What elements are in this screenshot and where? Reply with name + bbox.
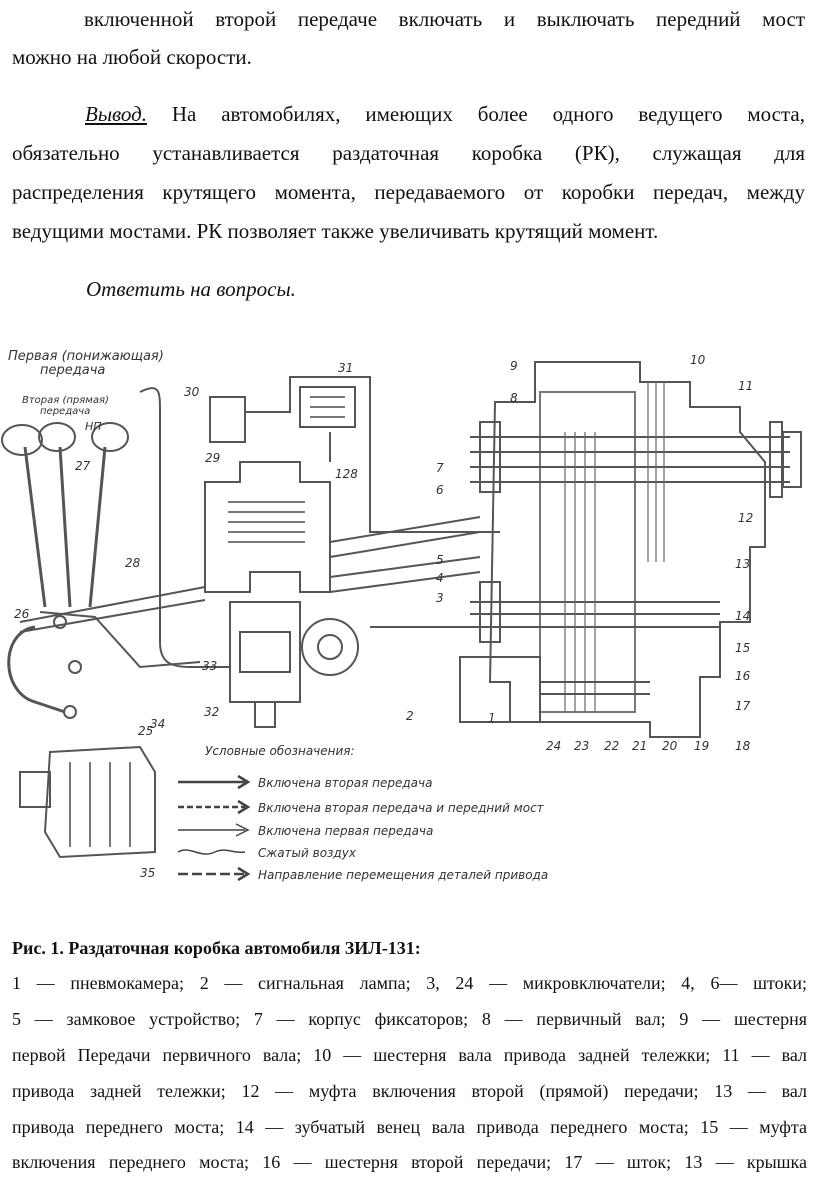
caption-line-3: первой Передачи первичного вала; 10 — ше… <box>12 1045 807 1065</box>
legend-item-3: Включена первая передача <box>258 824 433 838</box>
questions-heading: Ответить на вопросы. <box>86 277 296 301</box>
part-label-11: 11 <box>738 379 753 393</box>
part-label-128: 128 <box>335 467 358 481</box>
part-label-28: 28 <box>125 556 141 570</box>
lever-label-np: НП <box>85 420 102 433</box>
part-label-3: 3 <box>436 591 444 605</box>
caption-line-1: 1 — пневмокамера; 2 — сигнальная лампа; … <box>12 973 807 993</box>
part-label-15: 15 <box>735 641 750 655</box>
part-label-12: 12 <box>738 511 753 525</box>
part-label-18: 18 <box>735 739 751 753</box>
legend-item-1: Включена вторая передача <box>258 776 432 790</box>
part-label-14: 14 <box>735 609 750 623</box>
figure-header-1: Первая (понижающая) <box>8 349 164 364</box>
intro-line-1: включенной второй передаче включать и вы… <box>84 7 805 31</box>
part-label-6: 6 <box>436 483 444 497</box>
legend-item-4: Сжатый воздух <box>258 846 357 860</box>
part-label-30: 30 <box>184 385 200 399</box>
conclusion-line-4: ведущими мостами. РК позволяет также уве… <box>12 219 659 243</box>
part-label-24: 24 <box>546 739 561 753</box>
conclusion-line-3: распределения крутящего момента, передав… <box>12 180 805 204</box>
part-label-32: 32 <box>204 705 219 719</box>
part-label-17: 17 <box>735 699 751 713</box>
part-label-7: 7 <box>436 461 444 475</box>
part-label-1: 1 <box>488 711 496 725</box>
part-label-8: 8 <box>510 391 518 405</box>
figure-caption-title: Рис. 1. Раздаточная коробка автомобиля З… <box>12 938 421 958</box>
figure-header-2: передача <box>40 363 105 378</box>
part-label-5: 5 <box>436 553 444 567</box>
part-label-34: 34 <box>150 717 165 731</box>
part-label-29: 29 <box>205 451 220 465</box>
part-label-35: 35 <box>140 866 155 880</box>
part-label-19: 19 <box>694 739 709 753</box>
caption-line-5: привода переднего моста; 14 — зубчатый в… <box>12 1117 807 1137</box>
part-label-21: 21 <box>632 739 647 753</box>
lever-label-2: передача <box>40 406 90 417</box>
part-label-31: 31 <box>338 361 353 375</box>
part-label-33: 33 <box>202 659 217 673</box>
part-label-25: 25 <box>138 724 153 738</box>
lever-label-1: Вторая (прямая) <box>22 395 109 406</box>
legend-item-2: Включена вторая передача и передний мост <box>258 801 545 815</box>
intro-line-2: можно на любой скорости. <box>12 45 252 69</box>
part-label-22: 22 <box>604 739 619 753</box>
conclusion-line-1: Вывод. На автомобилях, имеющих более одн… <box>85 102 805 126</box>
part-label-20: 20 <box>662 739 678 753</box>
caption-line-2: 5 — замковое устройство; 7 — корпус фикс… <box>12 1009 807 1029</box>
transfer-case-diagram: Первая (понижающая) передача Вторая (пря… <box>1 349 802 882</box>
part-label-9: 9 <box>510 359 518 373</box>
legend-title: Условные обозначения: <box>205 744 355 758</box>
part-label-26: 26 <box>14 607 30 621</box>
conclusion-label: Вывод. <box>85 102 147 126</box>
caption-line-4: привода задней тележки; 12 — муфта включ… <box>12 1081 807 1101</box>
part-label-4: 4 <box>436 571 444 585</box>
caption-line-6: включения переднего моста; 16 — шестерня… <box>12 1152 807 1172</box>
part-label-23: 23 <box>574 739 589 753</box>
conclusion-line-2: обязательно устанавливается раздаточная … <box>12 141 805 165</box>
part-label-27: 27 <box>75 459 91 473</box>
part-label-2: 2 <box>406 709 414 723</box>
part-label-13: 13 <box>735 557 750 571</box>
legend-item-5: Направление перемещения деталей привода <box>258 868 548 882</box>
part-label-16: 16 <box>735 669 751 683</box>
part-label-10: 10 <box>690 353 706 367</box>
